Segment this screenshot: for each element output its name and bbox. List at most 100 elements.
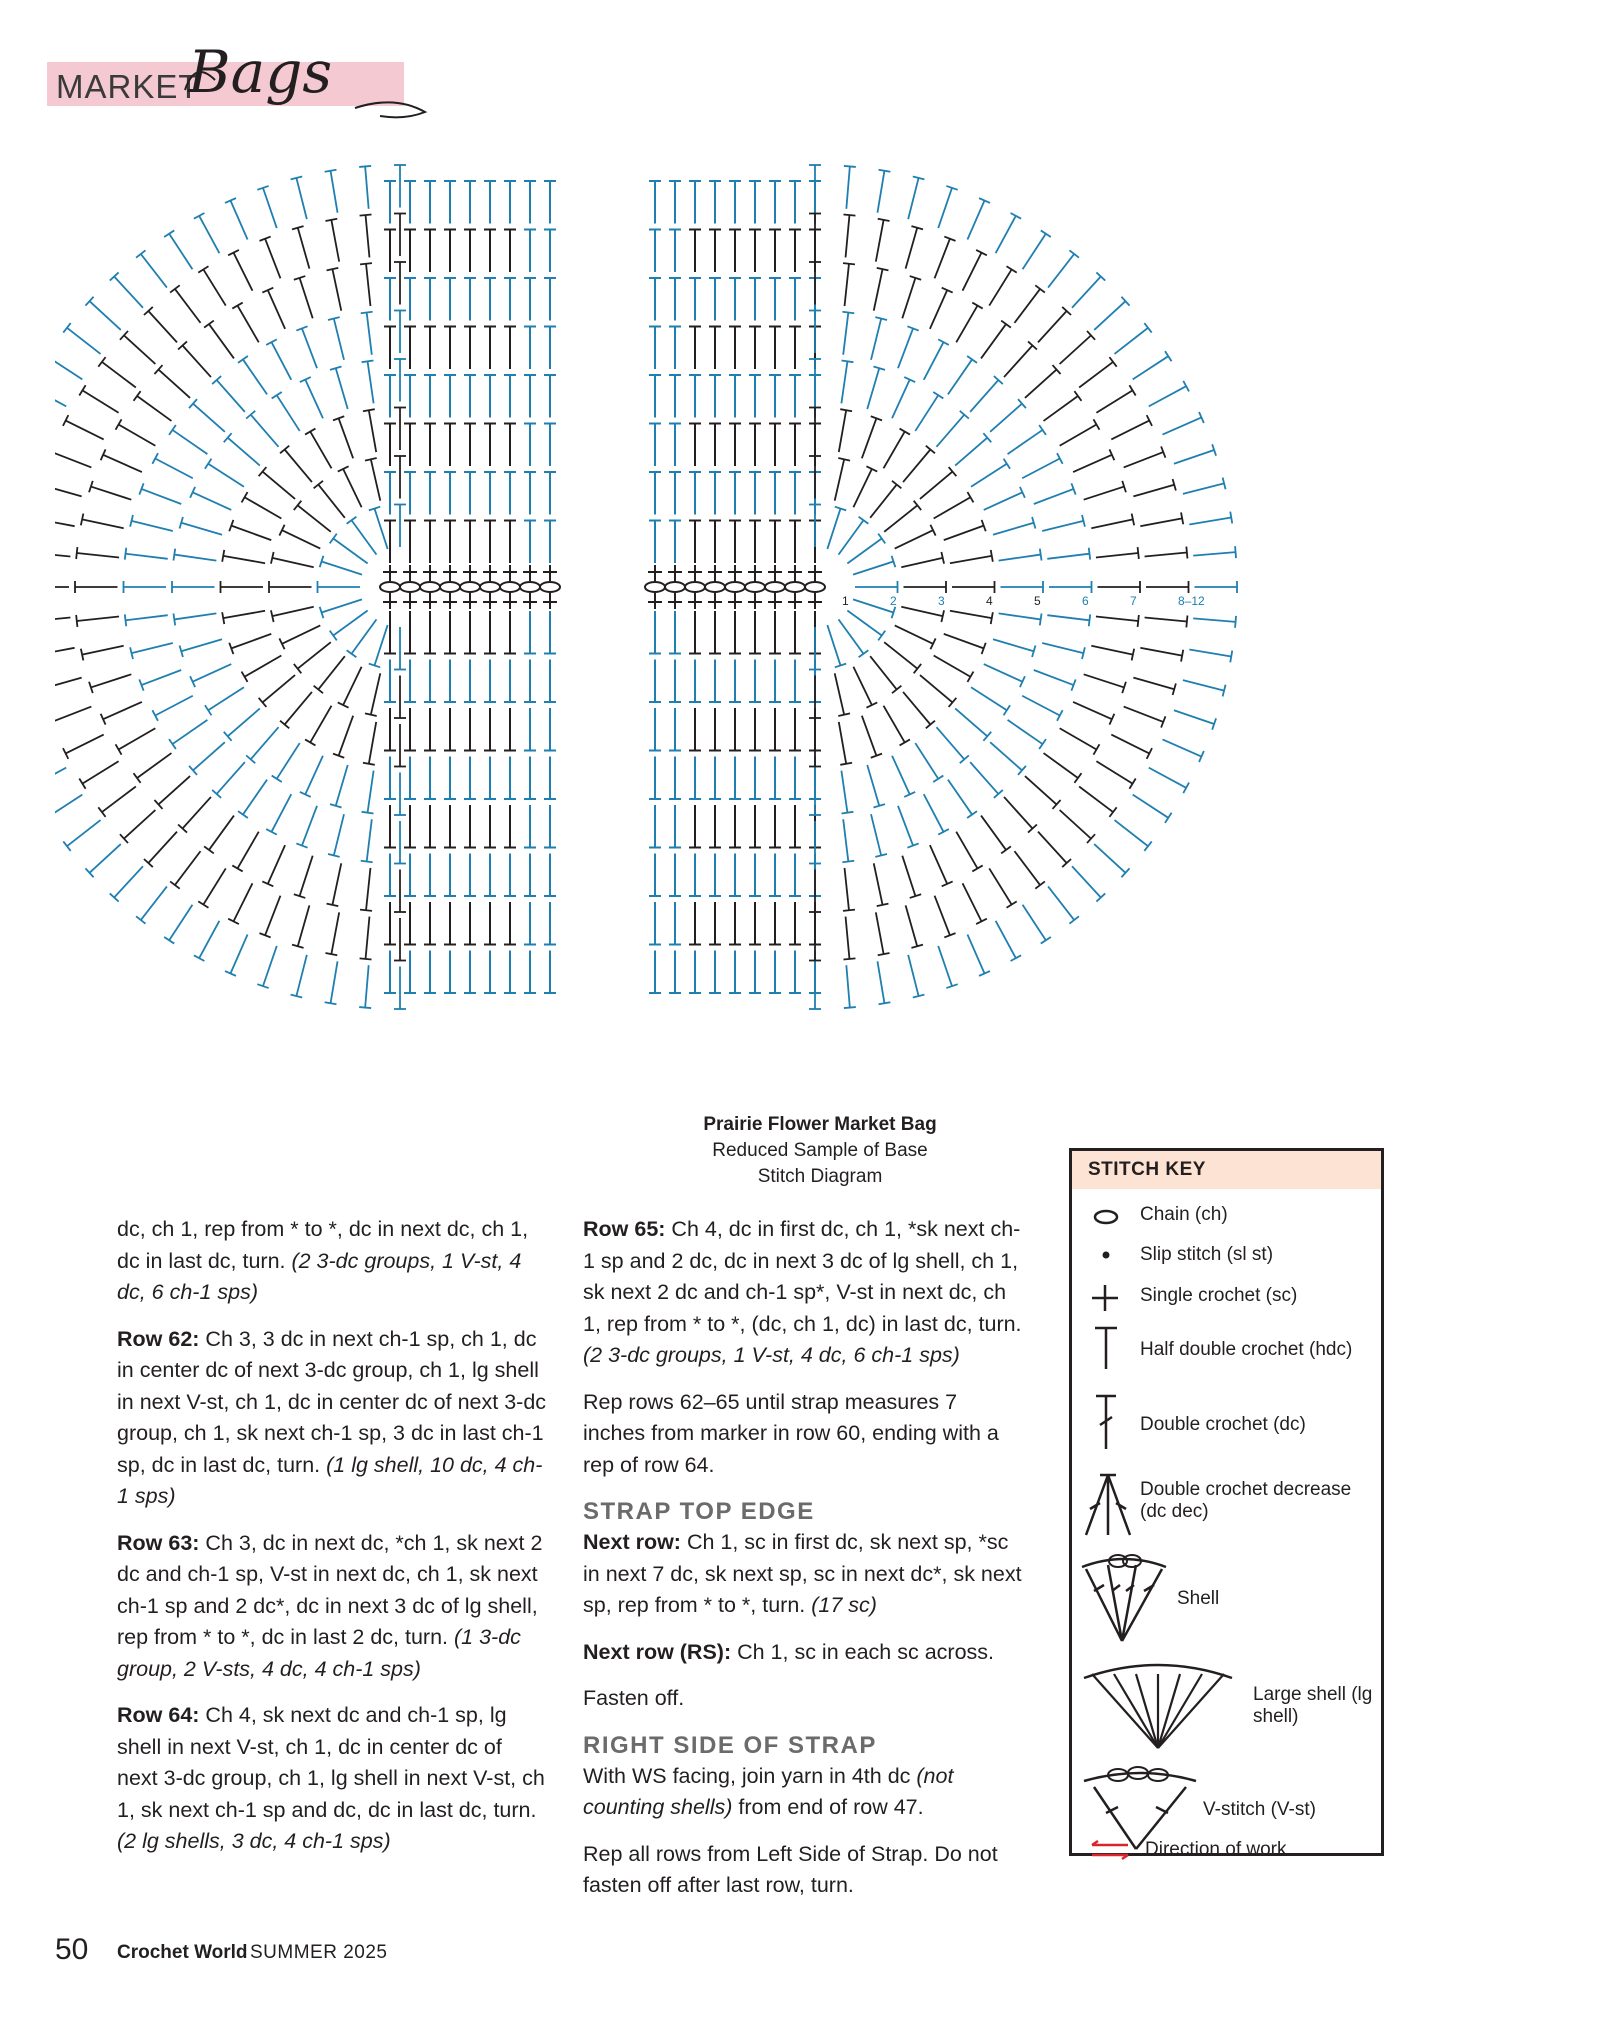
left-end-stitch-top: [76, 615, 77, 627]
left-end-stitch: [251, 727, 279, 759]
left-end-stitch: [300, 278, 313, 318]
right-end-stitch: [835, 673, 844, 714]
stitch-diagram: 12345678–12: [55, 95, 1545, 1080]
left-end-stitch: [243, 780, 267, 815]
right-end-stitch-top: [1089, 614, 1090, 626]
stitch-key: STITCH KEY Chain (ch) Slip stitch (sl st…: [1069, 1148, 1384, 1856]
key-label-double-crochet: Double crochet (dc): [1140, 1414, 1306, 1436]
right-end-stitch-top: [1007, 266, 1017, 272]
left-end-stitch-top: [198, 901, 208, 907]
left-end-stitch: [277, 395, 300, 431]
row-label: Next row (RS):: [583, 1640, 731, 1664]
key-label-half-double-crochet: Half double crochet (hdc): [1140, 1339, 1352, 1361]
left-end-stitch: [251, 415, 279, 447]
text-column-left: dc, ch 1, rep from * to *, dc in next dc…: [117, 1214, 547, 1873]
left-end-stitch: [334, 814, 344, 855]
right-end-stitch: [884, 505, 917, 531]
right-end-stitch: [1145, 553, 1187, 557]
left-end-stitch: [55, 386, 66, 406]
right-end-stitch: [898, 806, 913, 846]
left-end-stitch: [371, 673, 380, 714]
left-end-stitch: [367, 819, 372, 861]
right-end-stitch-top: [1138, 547, 1139, 559]
instruction-paragraph: Row 63: Ch 3, dc in next dc, *ch 1, sk n…: [117, 1528, 547, 1686]
caption-line: Reduced Sample of Base: [620, 1138, 1020, 1164]
left-end-stitch: [272, 794, 292, 832]
left-end-stitch: [228, 708, 260, 736]
left-end-stitch: [285, 692, 312, 725]
right-end-stitch: [944, 634, 984, 649]
left-end-stitch: [181, 639, 222, 651]
right-end-stitch-top: [879, 170, 891, 172]
left-end-stitch: [114, 277, 143, 308]
right-end-stitch: [1189, 649, 1231, 656]
right-end-stitch: [874, 863, 883, 905]
right-end-stitch: [915, 743, 938, 779]
right-end-stitch-top: [1144, 841, 1151, 850]
left-end-stitch: [175, 851, 201, 885]
right-end-stitch: [1044, 396, 1078, 421]
right-end-stitch: [901, 558, 942, 567]
left-end-stitch-top: [79, 779, 85, 789]
left-end-stitch: [231, 634, 271, 649]
left-end-stitch: [343, 667, 361, 705]
left-end-stitch: [332, 269, 341, 311]
right-end-stitch: [1025, 776, 1057, 804]
right-end-stitch: [827, 509, 840, 549]
right-end-stitch: [1034, 670, 1074, 685]
left-end-stitch: [199, 921, 219, 958]
left-end-stitch: [172, 430, 207, 454]
left-end-stitch: [148, 311, 177, 342]
instruction-text: Rep all rows from Left Side of Strap. Do…: [583, 1842, 998, 1898]
right-end-stitch-top: [842, 360, 854, 362]
left-end-stitch: [365, 166, 369, 208]
left-end-stitch: [223, 611, 265, 618]
left-end-stitch-top: [359, 1007, 371, 1008]
right-end-stitch: [902, 278, 915, 318]
left-end-stitch: [230, 201, 247, 240]
left-end-stitch: [234, 883, 253, 921]
left-end-stitch: [318, 485, 344, 518]
right-end-stitch: [971, 464, 1007, 487]
right-end-stitch-top: [892, 481, 901, 488]
key-label-chain: Chain (ch): [1140, 1204, 1228, 1226]
left-end-stitch-top: [170, 881, 180, 888]
left-end-stitch-top: [359, 166, 371, 167]
left-end-stitch: [272, 342, 292, 380]
right-end-stitch: [990, 742, 1022, 770]
right-end-stitch: [1084, 487, 1124, 500]
left-end-stitch: [155, 459, 193, 479]
right-end-stitch: [846, 917, 850, 959]
left-end-stitch: [55, 618, 70, 622]
left-end-stitch: [302, 806, 317, 846]
section-heading: STRAP TOP EDGE: [583, 1496, 1023, 1527]
left-end-stitch-top: [238, 356, 248, 363]
left-end-stitch-top: [204, 846, 214, 853]
left-end-stitch-top: [238, 811, 248, 818]
round-number-label: 7: [1130, 594, 1137, 608]
right-end-stitch-top: [859, 517, 869, 524]
right-end-stitch-top: [972, 303, 982, 309]
instruction-text: With WS facing, join yarn in 4th dc: [583, 1764, 916, 1788]
left-end-stitch: [368, 361, 374, 403]
left-end-stitch: [208, 687, 244, 710]
right-end-stitch-top: [1069, 916, 1078, 923]
left-end-stitch: [102, 362, 136, 388]
left-end-stitch: [375, 509, 388, 549]
right-end-stitch: [924, 794, 944, 832]
left-end-stitch: [209, 324, 234, 358]
key-label-v-stitch: V-stitch (V-st): [1203, 1799, 1316, 1821]
right-end-stitch: [884, 432, 905, 469]
left-end-stitch-top: [272, 776, 282, 782]
right-end-stitch: [1096, 553, 1138, 557]
round-number-label: 1: [842, 594, 849, 608]
left-end-stitch-top: [63, 323, 70, 332]
right-end-stitch: [903, 449, 930, 482]
left-end-stitch: [302, 328, 317, 368]
left-end-stitch: [208, 464, 244, 487]
left-end-stitch: [193, 492, 232, 510]
left-end-stitch-top: [325, 170, 337, 172]
right-end-stitch: [870, 485, 896, 518]
right-end-stitch: [1034, 489, 1074, 504]
left-end-stitch: [238, 832, 259, 869]
